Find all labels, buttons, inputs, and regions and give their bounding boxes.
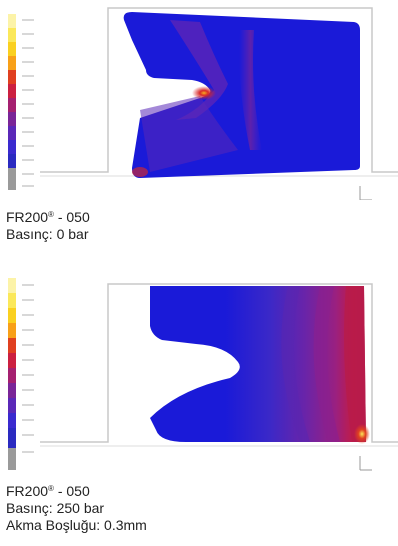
axes-triad-icon (359, 186, 372, 200)
seal-body (123, 12, 361, 178)
color-scale-legend (8, 14, 34, 190)
simulation-panel-1 (0, 0, 398, 200)
groove-outline (40, 7, 398, 173)
caption-1-pressure: Basınç: 0 bar (6, 226, 89, 242)
caption-2-extrusion-gap: Akma Boşluğu: 0.3mm (6, 517, 147, 533)
caption-2-pressure: Basınç: 250 bar (6, 500, 105, 516)
simulation-panel-2 (0, 270, 398, 476)
caption-1-title: FR200® - 050 (6, 209, 90, 225)
groove-outline (40, 283, 398, 443)
caption-2-title: FR200® - 050 (6, 483, 90, 499)
color-scale-legend (8, 278, 34, 470)
seal-body (150, 286, 370, 444)
fea-plot-2 (8, 278, 398, 471)
caption-2: FR200® - 050 Basınç: 250 bar Akma Boşluğ… (6, 480, 147, 534)
caption-1: FR200® - 050 Basınç: 0 bar (6, 206, 90, 243)
fea-plot-1 (8, 7, 398, 200)
axes-triad-icon (359, 456, 372, 471)
